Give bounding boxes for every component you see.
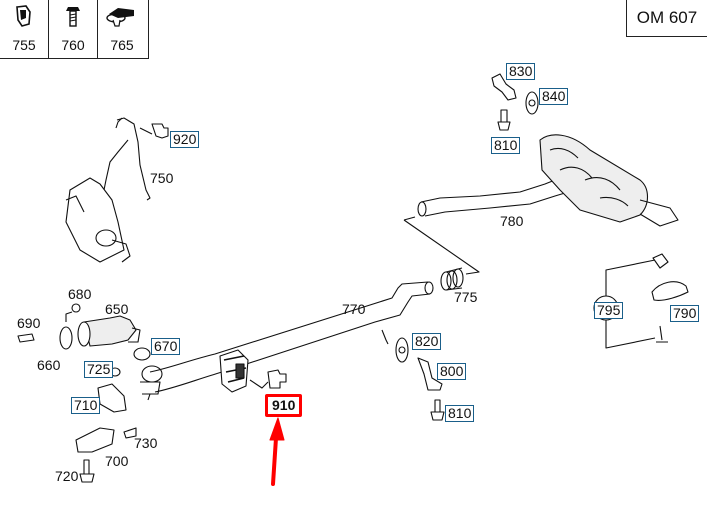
rubber-mount-840 xyxy=(525,91,539,115)
engine-code-label: OM 607 xyxy=(626,0,707,37)
part-label-750[interactable]: 750 xyxy=(150,170,174,186)
part-label-700[interactable]: 700 xyxy=(105,453,129,469)
part-label-770[interactable]: 770 xyxy=(342,301,366,317)
bracket-800 xyxy=(417,357,443,391)
gasket-660 xyxy=(59,326,73,350)
part-label-725[interactable]: 725 xyxy=(84,361,114,378)
highlighted-part-label-910[interactable]: 910 xyxy=(265,394,303,417)
legend-cell-755[interactable]: 755 xyxy=(0,0,49,58)
highlight-arrow xyxy=(269,417,285,486)
rear-pipe-780 xyxy=(417,177,576,217)
pipe-end-left xyxy=(140,365,163,401)
bracket-910 xyxy=(249,369,287,389)
part-label-920[interactable]: 920 xyxy=(170,131,200,148)
part-label-830[interactable]: 830 xyxy=(506,63,536,80)
particulate-filter xyxy=(65,177,131,263)
leader-line xyxy=(403,216,480,275)
sensor-icon xyxy=(106,8,134,27)
part-label-690[interactable]: 690 xyxy=(17,315,41,331)
group-795-bracket xyxy=(593,253,689,349)
part-label-800[interactable]: 800 xyxy=(437,363,467,380)
legend-part-number: 755 xyxy=(12,37,36,53)
part-label-720[interactable]: 720 xyxy=(55,468,79,484)
bolt-730 xyxy=(123,427,137,439)
part-label-670[interactable]: 670 xyxy=(151,338,181,355)
gasket-710 xyxy=(97,383,127,413)
nut-680 xyxy=(65,303,81,322)
legend-cell-760[interactable]: 760 xyxy=(49,0,98,58)
part-label-660[interactable]: 660 xyxy=(37,357,61,373)
part-label-730[interactable]: 730 xyxy=(134,435,158,451)
legend-part-number: 760 xyxy=(61,37,85,53)
stud-690 xyxy=(17,333,35,343)
catalytic-converter-650 xyxy=(77,315,141,347)
bolt-icon xyxy=(66,7,80,27)
legend-cell-765[interactable]: 765 xyxy=(98,0,146,58)
clamp-assembly xyxy=(219,349,249,393)
muffler xyxy=(539,134,679,227)
hanger-830 xyxy=(491,73,517,101)
part-label-780[interactable]: 780 xyxy=(500,213,524,229)
part-label-820[interactable]: 820 xyxy=(412,333,442,350)
part-label-810-lower[interactable]: 810 xyxy=(445,405,475,422)
legend-tray: 755 760 765 xyxy=(0,0,149,59)
part-label-650[interactable]: 650 xyxy=(105,301,129,317)
legend-part-number: 765 xyxy=(110,37,134,53)
bolt-810-top xyxy=(497,109,511,131)
clip-icon xyxy=(16,5,31,27)
bolt-720 xyxy=(79,459,95,483)
bracket-700 xyxy=(75,427,115,453)
part-label-775[interactable]: 775 xyxy=(454,289,478,305)
clamp-670 xyxy=(133,347,151,361)
part-label-840[interactable]: 840 xyxy=(539,88,569,105)
clamp-775 xyxy=(440,267,464,291)
part-label-710[interactable]: 710 xyxy=(71,397,101,414)
part-label-790[interactable]: 790 xyxy=(670,305,700,322)
part-label-810-upper[interactable]: 810 xyxy=(491,137,521,154)
part-label-795[interactable]: 795 xyxy=(594,302,624,319)
part-label-680[interactable]: 680 xyxy=(68,286,92,302)
front-pipe-770 xyxy=(149,281,434,393)
rubber-mount-820 xyxy=(381,329,409,363)
bolt-810-lower xyxy=(430,399,445,421)
sensor-cable-750 xyxy=(101,117,169,201)
